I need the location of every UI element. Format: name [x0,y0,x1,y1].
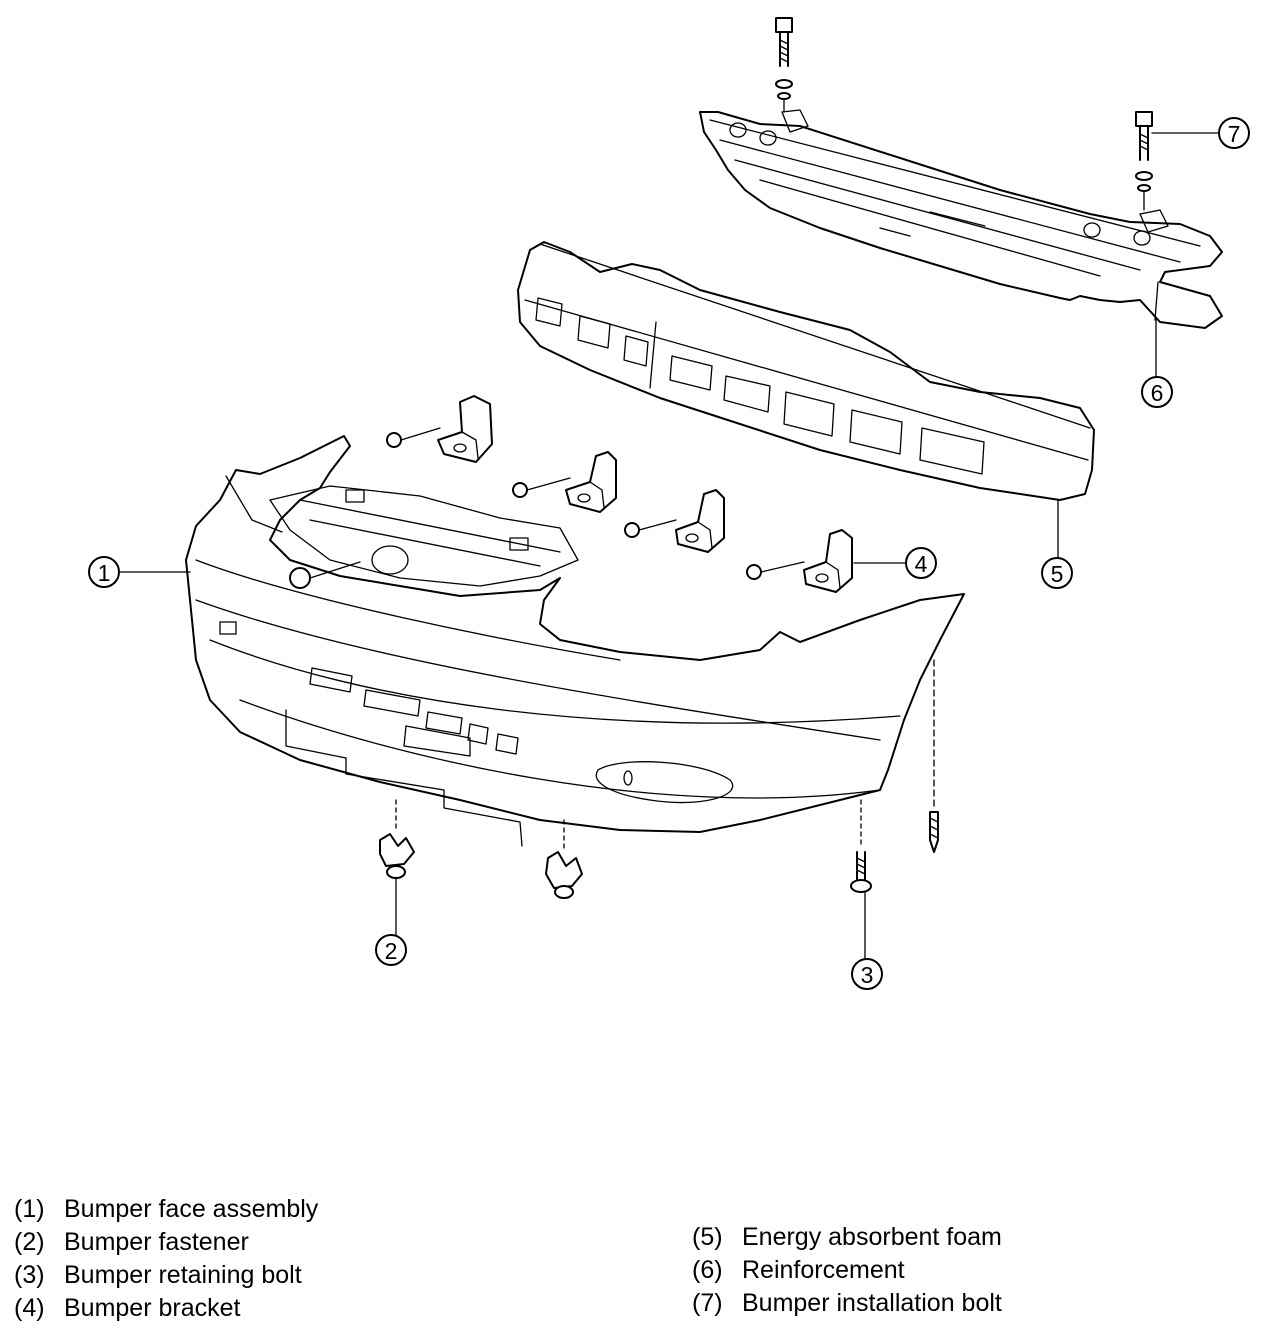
legend-item-label: Reinforcement [742,1256,905,1284]
foam-windows [535,297,985,475]
bumper-retaining-bolt [850,799,872,893]
bumper-fastener-left [379,799,415,879]
callout-4: 4 [905,547,937,579]
callout-2-label: 2 [385,938,398,964]
legend-left: (1) Bumper face assembly (2) Bumper fast… [14,1193,318,1325]
legend-item-number: (5) [692,1223,723,1251]
legend-item: (5) Energy absorbent foam [692,1221,1002,1254]
bracket-nuts [386,427,805,580]
callout-6-label: 6 [1151,380,1164,406]
callout-5-label: 5 [1051,561,1064,587]
callout-1: 1 [88,556,120,588]
bumper-fastener-right [545,819,583,899]
callout-4-label: 4 [915,551,928,577]
callout-2: 2 [375,934,407,966]
legend-item-label: Bumper bracket [64,1294,241,1322]
legend-right: (5) Energy absorbent foam (6) Reinforcem… [692,1221,1002,1320]
legend-item: (2) Bumper fastener [14,1226,318,1259]
callout-7-label: 7 [1228,121,1241,147]
callout-6: 6 [1141,376,1173,408]
legend-item-number: (6) [692,1256,723,1284]
legend-item: (7) Bumper installation bolt [692,1287,1002,1320]
legend-item-label: Bumper retaining bolt [64,1261,302,1289]
legend-item-label: Bumper fastener [64,1228,249,1256]
bumper-bracket-4 [803,529,853,593]
legend-item-number: (4) [14,1294,45,1322]
legend-item-number: (2) [14,1228,45,1256]
bumper-bracket-3 [675,489,725,553]
legend-item: (6) Reinforcement [692,1254,1002,1287]
bumper-bracket-1 [437,395,493,463]
energy-absorbent-foam-part [517,241,1095,501]
bumper-bracket-2 [565,451,617,513]
legend-item-label: Energy absorbent foam [742,1223,1002,1251]
legend-item-number: (1) [14,1195,45,1223]
callout-1-label: 1 [98,560,111,586]
bumper-installation-bolt-left [775,17,793,113]
callout-3-label: 3 [861,962,874,988]
legend-item: (4) Bumper bracket [14,1292,318,1325]
legend-item-number: (7) [692,1289,723,1317]
bumper-face-part [185,435,965,847]
legend-item: (3) Bumper retaining bolt [14,1259,318,1292]
legend-item-number: (3) [14,1261,45,1289]
bumper-installation-bolt-right [1135,111,1153,211]
callout-5: 5 [1041,557,1073,589]
callout-7: 7 [1218,117,1250,149]
legend-item-label: Bumper face assembly [64,1195,319,1223]
callout-3: 3 [851,958,883,990]
bumper-corner-screw [929,659,939,853]
callout-leaders [119,132,1219,961]
reinforcement-part [699,109,1223,329]
legend-item: (1) Bumper face assembly [14,1193,318,1226]
legend-item-label: Bumper installation bolt [742,1289,1002,1317]
